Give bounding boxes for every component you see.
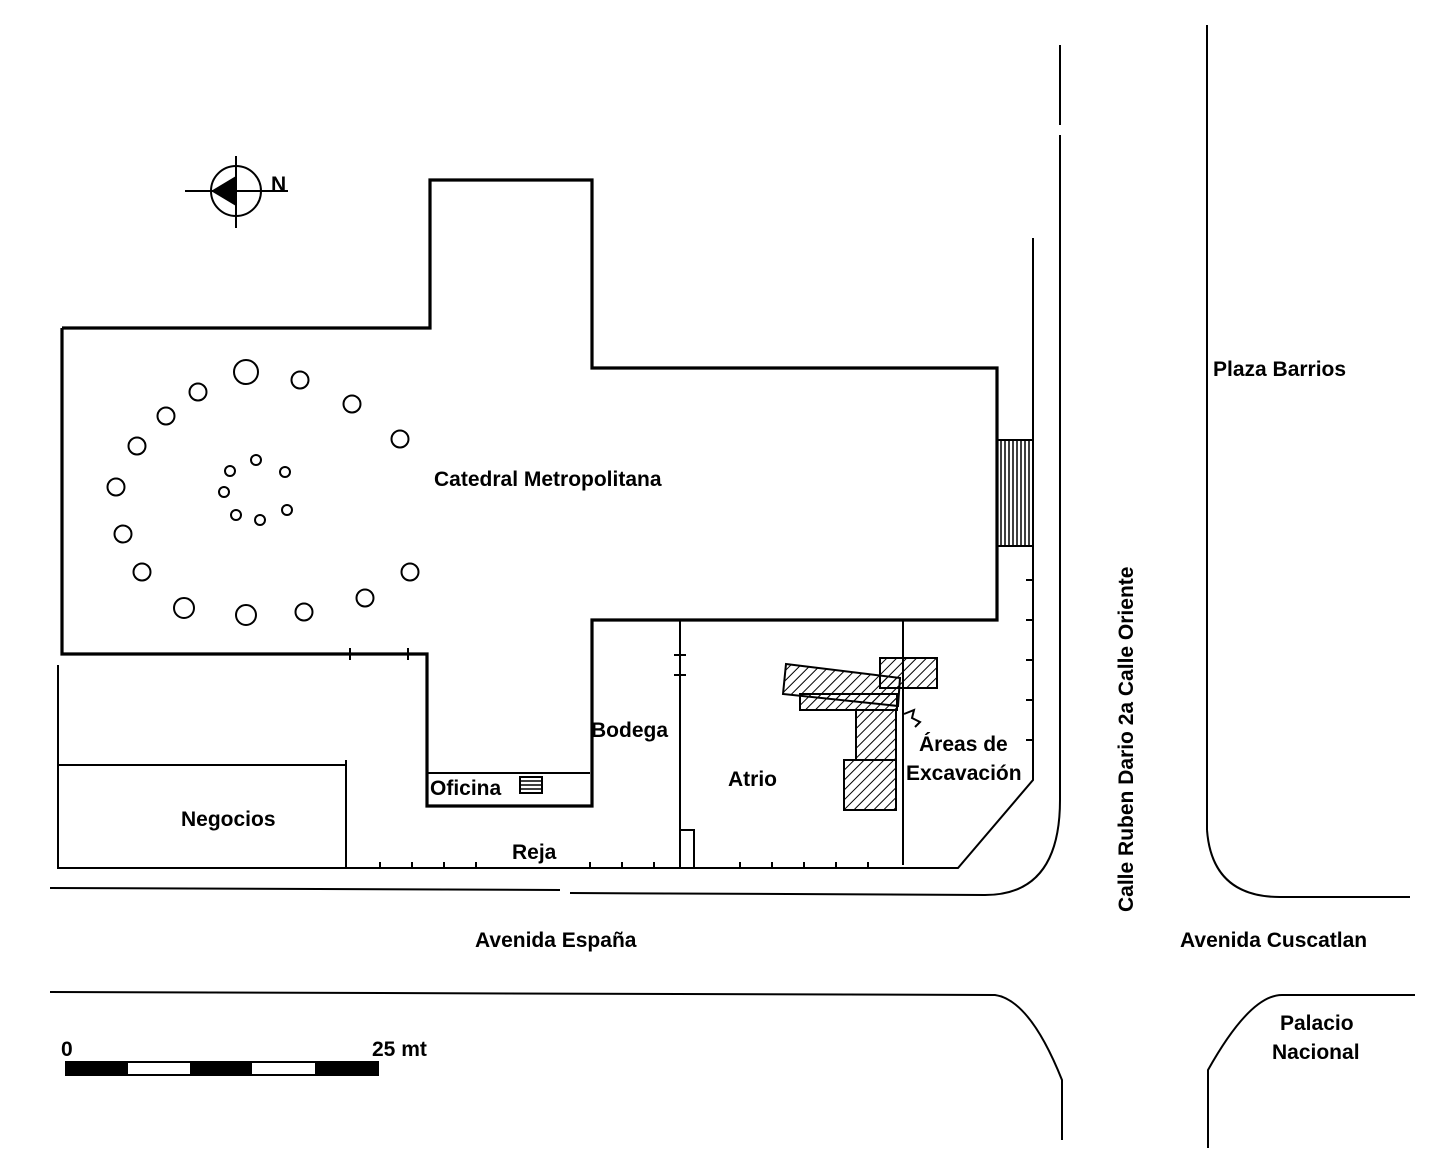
column	[106, 477, 126, 497]
column	[250, 454, 262, 466]
label-avenida-cuscatlan: Avenida Cuscatlan	[1180, 929, 1367, 952]
north-arrow-icon: N	[185, 156, 288, 228]
office-stairs-icon	[519, 776, 543, 794]
scale-end-label: 25 mt	[372, 1038, 427, 1061]
column	[355, 588, 375, 608]
interior-walls	[58, 620, 904, 869]
column	[233, 359, 259, 385]
east-steps	[996, 439, 1034, 547]
label-palacio-1: Palacio	[1280, 1012, 1354, 1035]
label-avenida-espana: Avenida España	[475, 929, 637, 952]
column	[224, 465, 236, 477]
column	[188, 382, 208, 402]
column	[127, 436, 147, 456]
label-calle-ruben-dario: Calle Ruben Dario 2a Calle Oriente	[1115, 567, 1138, 912]
label-reja: Reja	[512, 841, 557, 864]
column	[173, 597, 195, 619]
label-bodega: Bodega	[591, 719, 668, 742]
label-cathedral: Catedral Metropolitana	[434, 468, 662, 491]
column	[230, 509, 242, 521]
column	[281, 504, 293, 516]
column	[294, 602, 314, 622]
column	[400, 562, 420, 582]
column	[279, 466, 291, 478]
scale-start-label: 0	[61, 1038, 73, 1061]
atrium-fence	[57, 238, 1034, 869]
label-excavation-1: Áreas de	[919, 733, 1008, 756]
outer-columns	[106, 359, 420, 626]
excavation-areas	[781, 657, 938, 811]
label-negocios: Negocios	[181, 808, 276, 831]
street-edges	[49, 25, 1415, 1148]
label-atrio: Atrio	[728, 768, 777, 791]
column	[390, 429, 410, 449]
column	[235, 604, 257, 626]
column	[132, 562, 152, 582]
label-palacio-2: Nacional	[1272, 1041, 1360, 1064]
north-label: N	[271, 173, 286, 196]
scale-bar: 0 25 mt	[61, 1038, 427, 1076]
inner-columns	[218, 454, 293, 526]
label-oficina: Oficina	[430, 777, 502, 800]
label-excavation-2: Excavación	[906, 762, 1022, 785]
label-plaza-barrios: Plaza Barrios	[1213, 358, 1346, 381]
column	[254, 514, 266, 526]
column	[342, 394, 362, 414]
cathedral-outline	[60, 178, 999, 808]
column	[113, 524, 133, 544]
column	[156, 406, 176, 426]
column	[218, 486, 230, 498]
column	[290, 370, 310, 390]
